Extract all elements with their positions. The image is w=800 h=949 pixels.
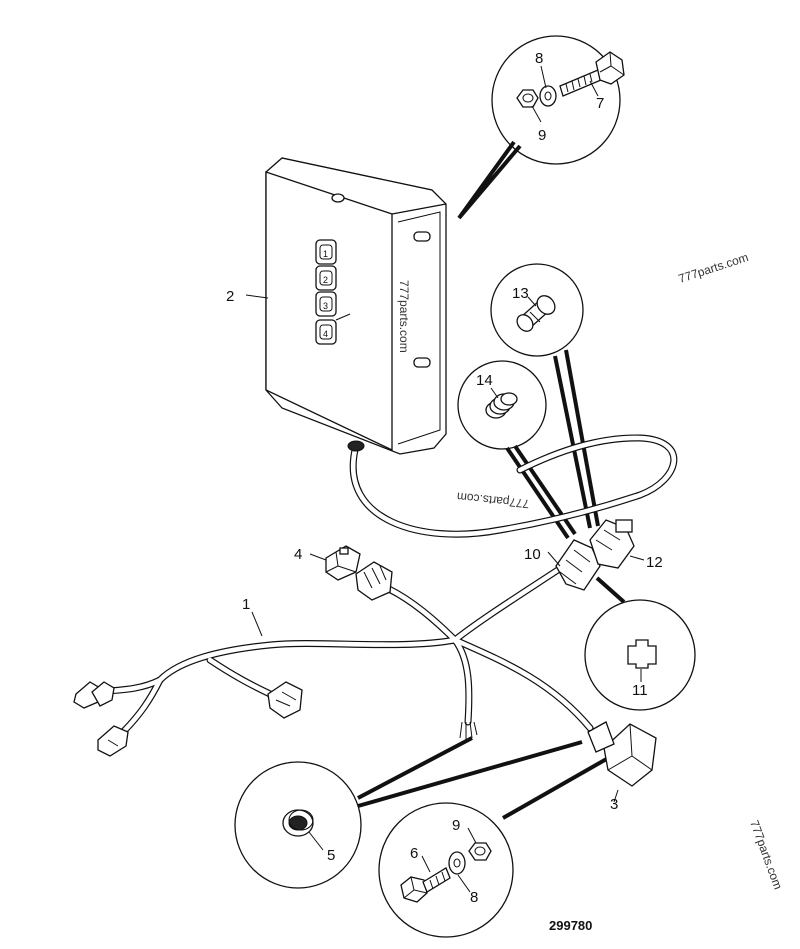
watermark-3: 777parts.com <box>456 490 530 512</box>
switch-buttons <box>315 239 351 345</box>
watermark-1: 777parts.com <box>677 250 750 286</box>
callout-11: 11 <box>632 682 648 699</box>
callout-3: 3 <box>610 796 618 813</box>
callout-5: 5 <box>327 847 335 864</box>
connector-4 <box>309 545 361 581</box>
detail-circle-part-13 <box>490 263 584 357</box>
callout-13: 13 <box>512 285 529 302</box>
callout-14: 14 <box>476 372 493 389</box>
callout-12: 12 <box>646 554 663 571</box>
connector-right-harness <box>267 681 303 719</box>
watermark-4: 777parts.com <box>747 818 785 891</box>
drawing-number: 299780 <box>549 918 592 933</box>
detail-circle-bolt-nut-bottom <box>378 802 514 938</box>
detail-circle-part-11 <box>584 599 696 711</box>
callout-10: 10 <box>524 546 541 563</box>
relay-3 <box>587 721 657 803</box>
switch-box <box>245 157 447 455</box>
detail-pointers <box>357 140 626 820</box>
callout-6: 6 <box>410 845 418 862</box>
callout-1: 1 <box>242 596 250 613</box>
button-label-2: 2 <box>323 275 328 285</box>
callout-9-top: 9 <box>538 127 546 144</box>
callout-8-bottom: 8 <box>470 889 478 906</box>
watermark-2: 777parts.com <box>397 280 411 353</box>
connector-10-12-assembly <box>547 519 645 591</box>
detail-circle-bolt-nut-top <box>491 35 625 165</box>
callout-9-bottom: 9 <box>452 817 460 834</box>
connector-left-plugs <box>73 681 129 757</box>
callout-4: 4 <box>294 546 302 563</box>
button-label-4: 4 <box>323 329 328 339</box>
leader-part-1 <box>251 611 263 637</box>
callout-8-top: 8 <box>535 50 543 67</box>
button-label-3: 3 <box>323 301 328 311</box>
button-label-1: 1 <box>323 249 328 259</box>
callout-7: 7 <box>596 95 604 112</box>
detail-circle-grommet-5 <box>234 761 362 889</box>
detail-circle-part-14 <box>457 360 547 450</box>
callout-2: 2 <box>226 288 234 305</box>
connector-harness-4-mate <box>355 561 393 601</box>
